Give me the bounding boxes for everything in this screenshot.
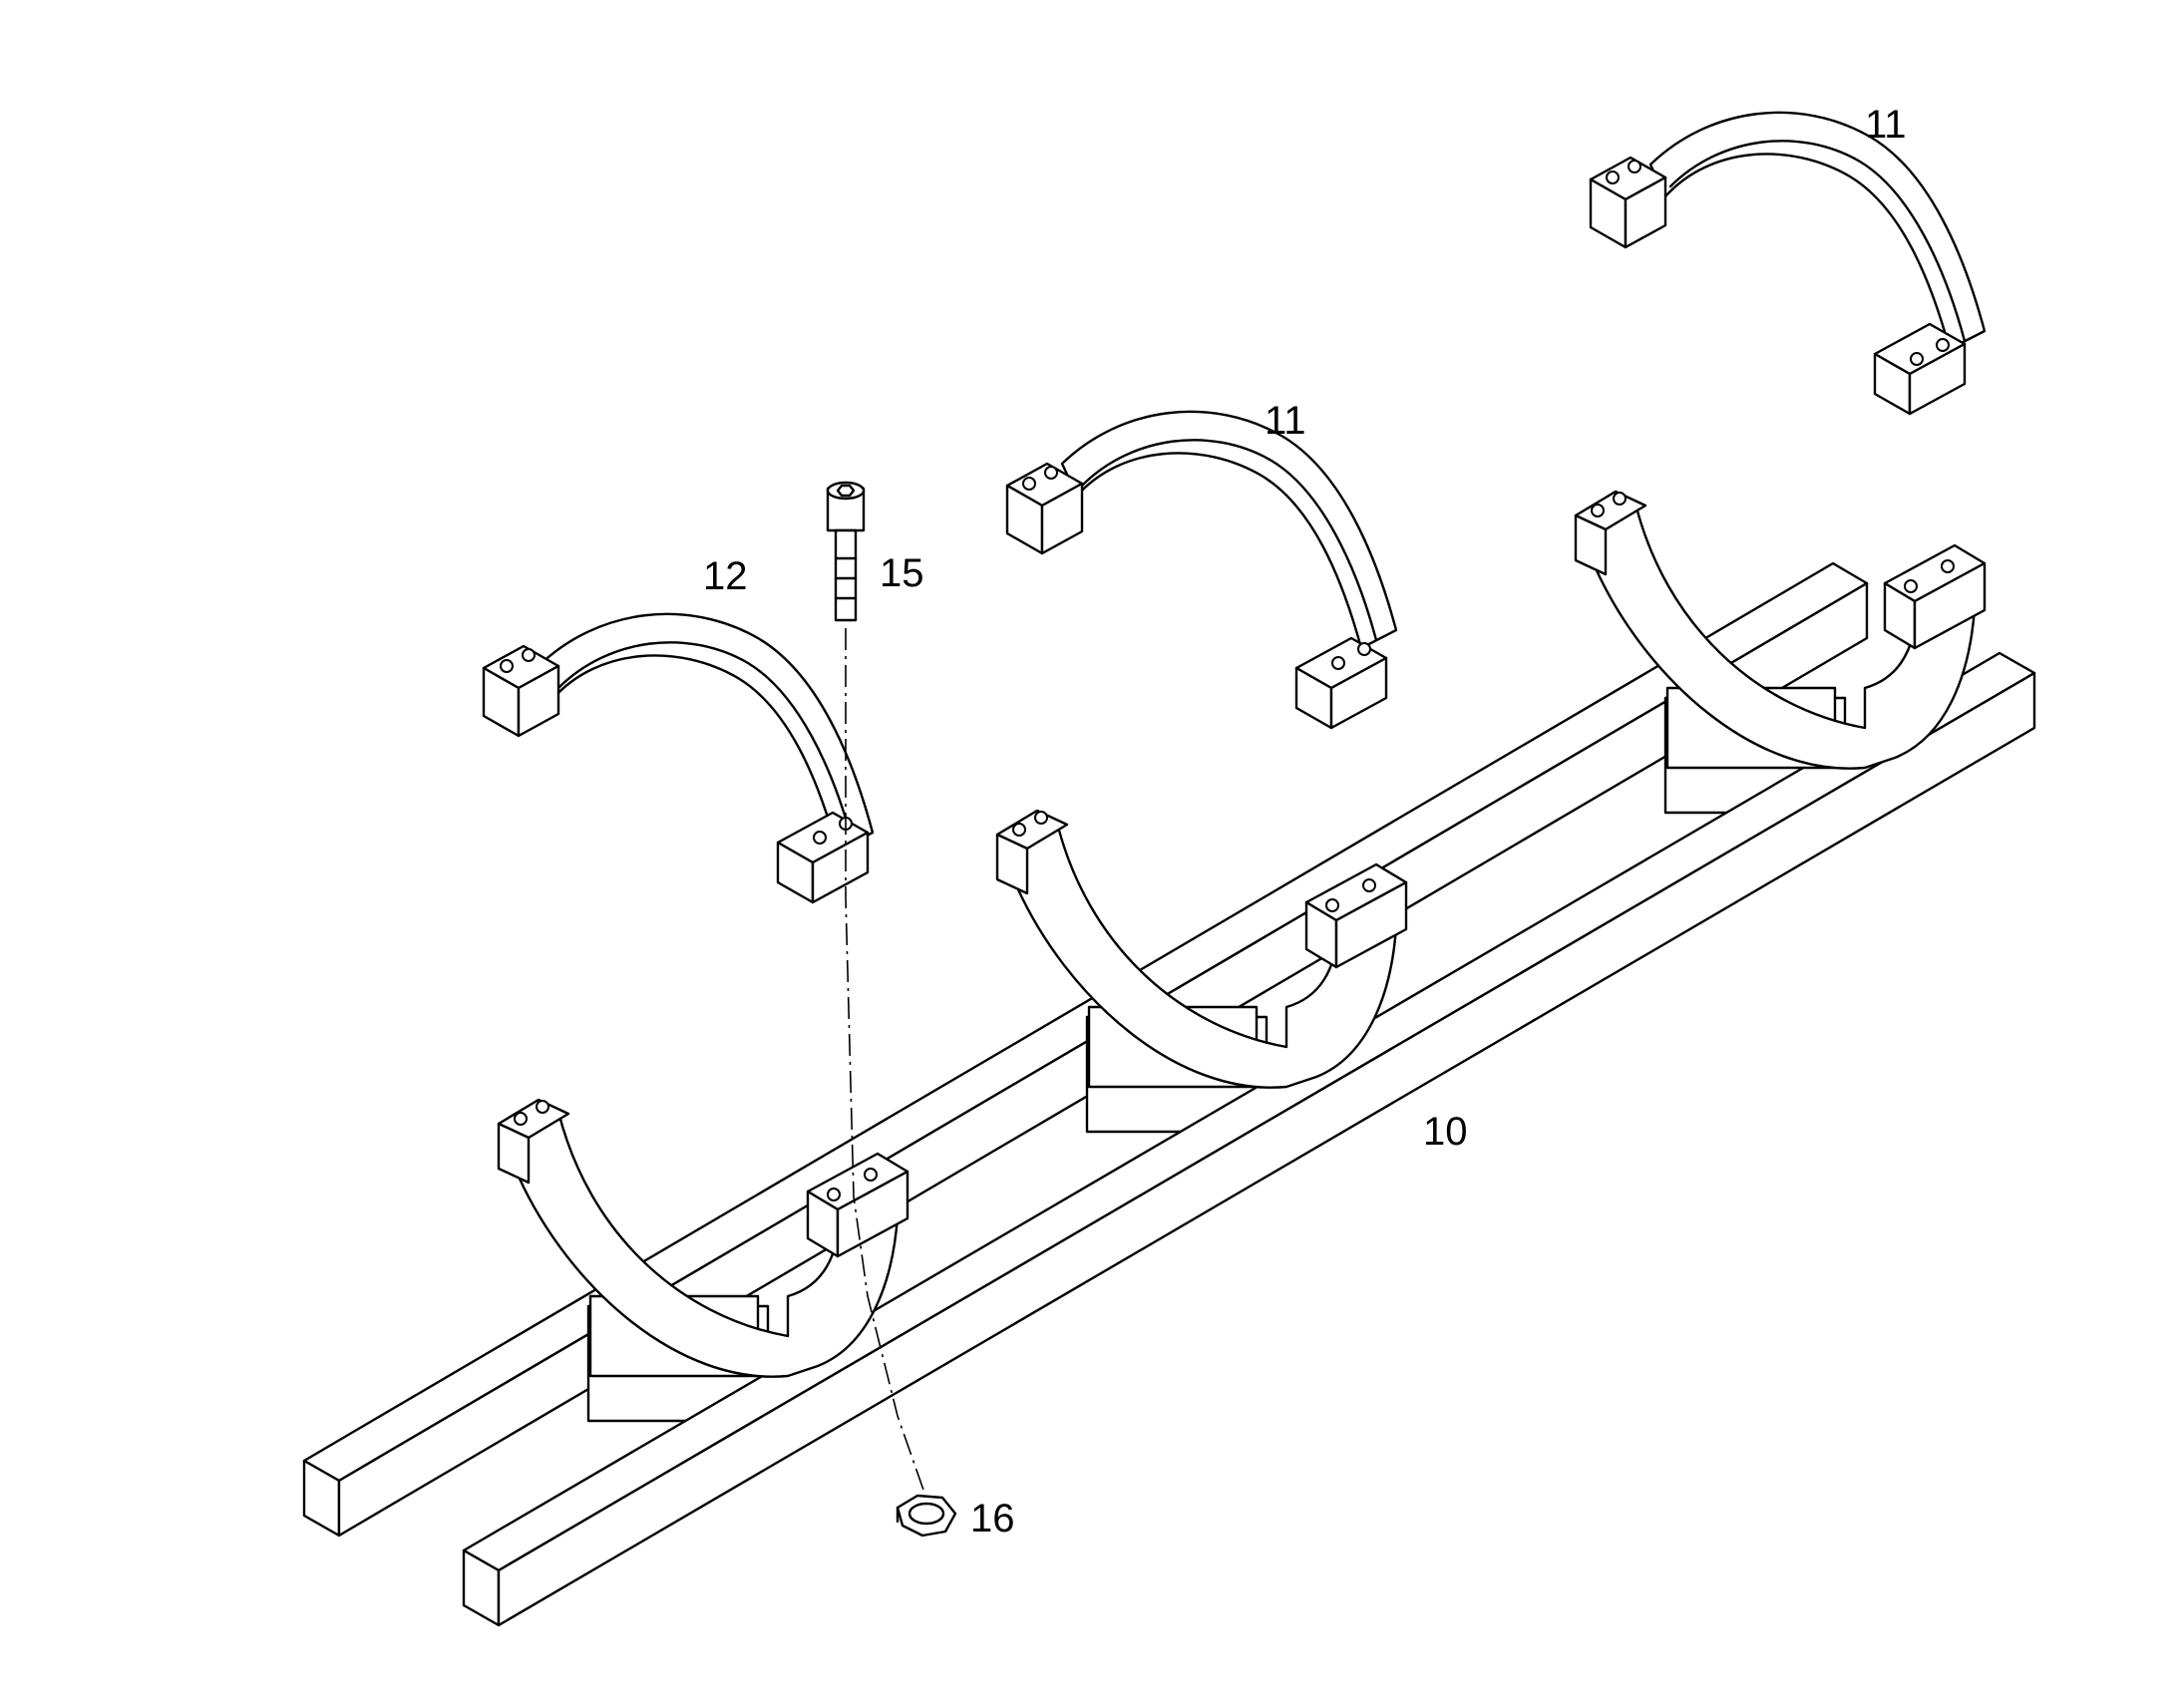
- lower-saddle-middle: [995, 809, 1408, 1089]
- callout-frame: 10: [1423, 1110, 1468, 1154]
- callout-nut: 16: [970, 1497, 1015, 1540]
- nut: [896, 1494, 957, 1537]
- lower-saddle-left: [497, 1098, 909, 1378]
- front-rail-top: [462, 651, 2036, 1572]
- callout-bolt: 15: [880, 551, 924, 595]
- upper-clamp-left: [482, 612, 875, 904]
- upper-clamp-middle: [1005, 410, 1398, 730]
- lower-saddle-right: [1574, 490, 1987, 770]
- callout-clamp-upper-right: 11: [1865, 103, 1907, 147]
- callout-clamp-upper-middle: 11: [1265, 399, 1306, 443]
- bolt: [826, 481, 866, 622]
- front-rail-side: [497, 671, 2036, 1627]
- callout-clamp-upper-left: 12: [703, 554, 748, 598]
- assembly-axis-line: [845, 628, 926, 1497]
- upper-clamp-right: [1589, 111, 1987, 416]
